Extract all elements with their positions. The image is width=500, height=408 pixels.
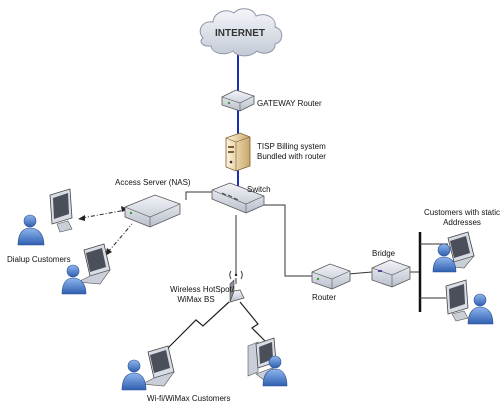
dialup-arrowhead-1	[78, 215, 85, 221]
dialup-arrowhead-3	[105, 248, 112, 256]
bridge-icon	[371, 259, 411, 288]
billing-server-icon	[225, 132, 251, 172]
wireless-access-point-icon	[229, 278, 245, 303]
bridge-label: Bridge	[372, 249, 396, 258]
static-person-icon-1	[432, 243, 457, 273]
dialup-customers-label: Dialup Customers	[7, 255, 71, 264]
gateway-router-icon	[221, 89, 255, 112]
static-customers-label-line1: Customers with static	[424, 208, 500, 217]
internet-cloud: INTERNET	[199, 8, 283, 57]
switch-to-router-link	[262, 204, 312, 277]
dialup-desktop-monitor-icon	[49, 188, 73, 233]
wifi-customers-label: Wi-fi/WiMax Customers	[147, 394, 231, 403]
connections	[78, 55, 448, 351]
wireless-label-line2: WiMax BS	[177, 295, 214, 304]
billing-label-line1: TISP Billing system	[257, 142, 326, 151]
dialup-link-2	[107, 223, 133, 253]
wifi-laptop-icon	[140, 345, 175, 387]
wireless-signal-icon	[229, 270, 243, 280]
wifi-person-icon-1	[121, 359, 147, 391]
wireless-label-line1: Wireless HotSpot/	[170, 285, 235, 294]
dialup-arrowhead-2	[121, 206, 128, 212]
switch-to-nas-link	[185, 191, 215, 200]
router-icon	[311, 263, 351, 290]
dialup-link-1	[81, 209, 127, 219]
router-label: Router	[312, 293, 336, 302]
dialup-person-icon-2	[61, 264, 87, 295]
wifi-person-icon-2	[262, 355, 288, 387]
gateway-router-label: GATEWAY Router	[257, 99, 322, 108]
dialup-person-icon-1	[17, 214, 45, 246]
static-person-icon-2	[467, 293, 494, 325]
dialup-laptop-icon	[76, 243, 111, 285]
static-customers-label-line2: Addresses	[443, 218, 481, 227]
access-server-label: Access Server (NAS)	[115, 178, 191, 187]
internet-label: INTERNET	[215, 28, 265, 39]
billing-label-line2: Bundled with router	[257, 152, 326, 161]
wireless-link-right	[239, 301, 267, 343]
switch-icon	[211, 182, 265, 214]
access-server-icon	[124, 194, 181, 228]
static-desktop-monitor-icon	[445, 279, 469, 322]
switch-label: Switch	[247, 185, 271, 194]
router-to-bridge-link	[347, 271, 373, 275]
wireless-link-left	[165, 301, 230, 351]
